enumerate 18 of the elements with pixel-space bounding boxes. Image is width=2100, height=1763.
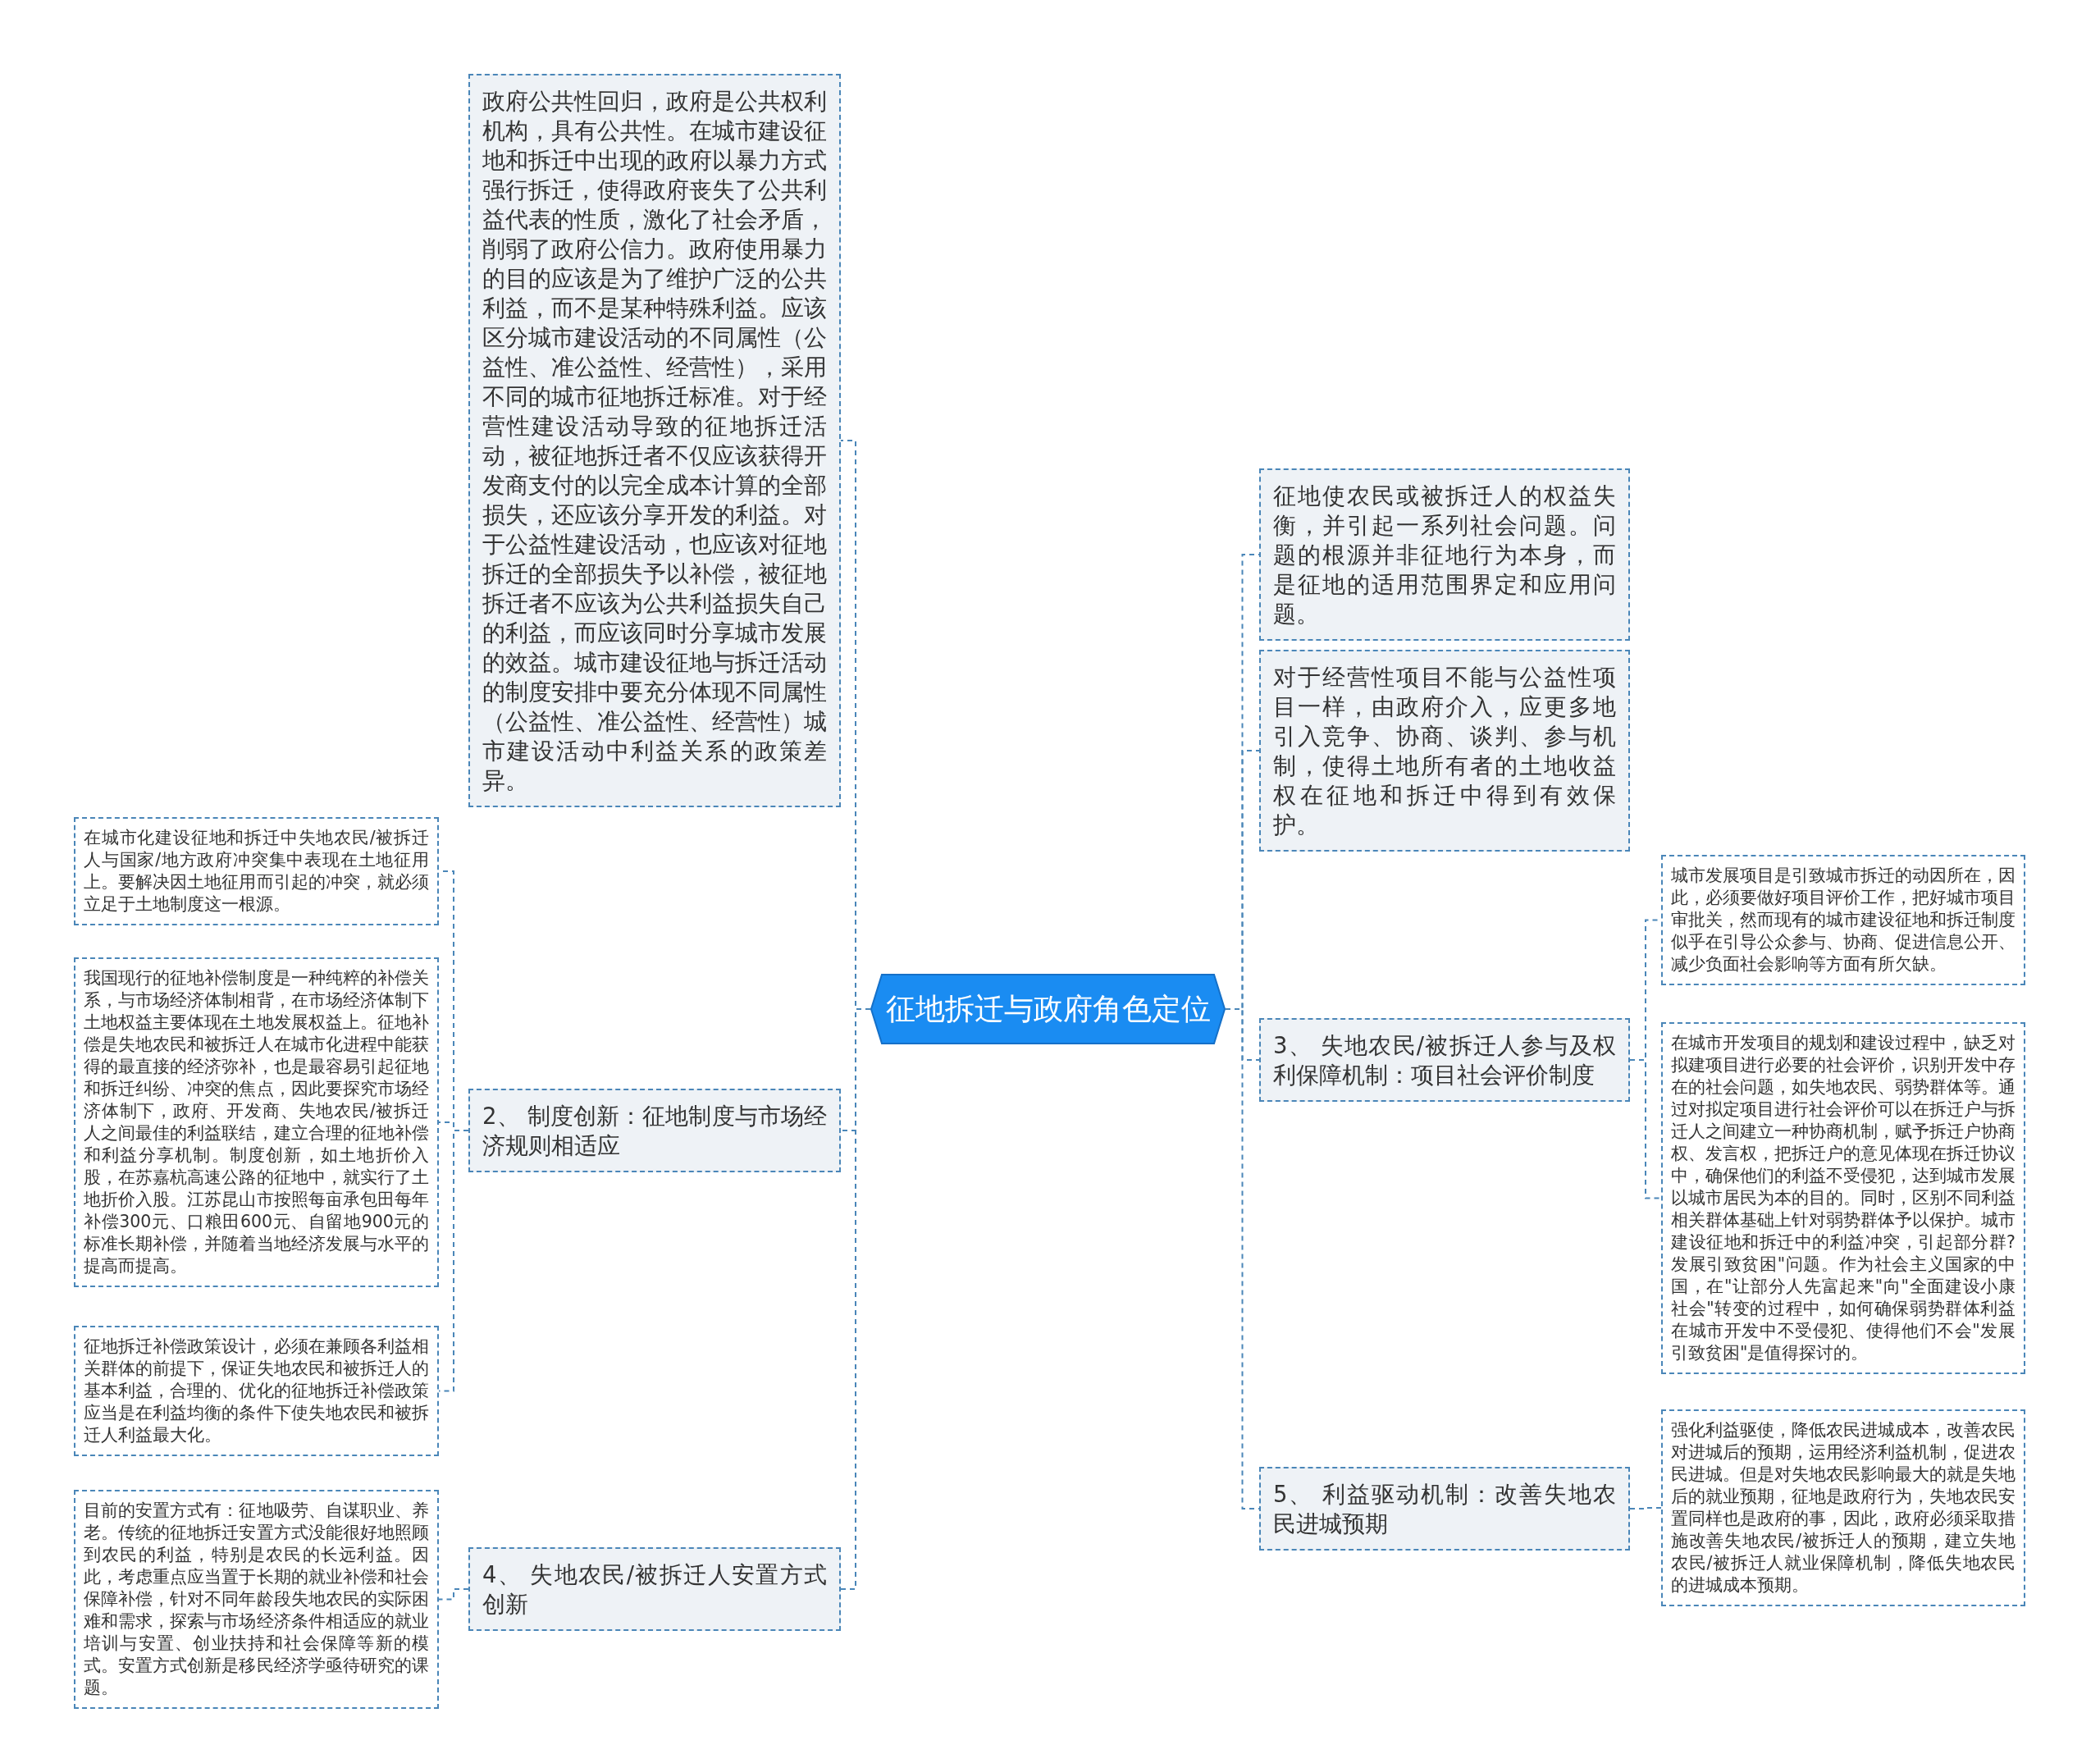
note-box: 强化利益驱使，降低农民进城成本，改善农民对进城后的预期，运用经济利益机制，促进农民进城。但是对失地农民影响最大的就是失地后的就业预期，征地是政府行为，失地农民安置同样也是政府的事，因此，政府必须采取措施改善失地农民/被拆迁人的预期，建立失地农民/被拆迁人就业保障机制，降低失地农民的进城成本预期。 <box>1661 1409 2025 1606</box>
note-box: 城市发展项目是引致城市拆迁的动因所在，因此，必须要做好项目评价工作，把好城市项目审批关，然而现有的城市建设征地和拆迁制度似乎在引导公众参与、协商、促进信息公开、减少负面社会影响等方面有所欠缺。 <box>1661 855 2025 985</box>
connector-line <box>438 1588 469 1601</box>
note-box: 在城市开发项目的规划和建设过程中，缺乏对拟建项目进行必要的社会评价，识别开发中存在的社会问题，如失地农民、弱势群体等。通过对拟定项目进行社会评价可以在拆迁户与拆迁人之间建立一种协商机制，赋予拆迁户协商权、发言权，把拆迁户的意见体现在拆迁协议中，确保他们的利益不受侵犯，达到城市发展以城市居民为本的目的。同时，区别不同利益相关群体基础上针对弱势群体予以保护。城市建设征地和拆迁中的利益冲突，引起部分群?发展引致贫困"问题。作为社会主义国家的中国，在"让部分人先富起来"向"全面建设小康社会"转变的过程中，如何确保弱势群体利益在城市开发中不受侵犯、使得他们不会"发展引致贫困"是值得探讨的。 <box>1661 1022 2025 1374</box>
connector-line <box>1629 1059 1662 1199</box>
topic-box: 政府公共性回归，政府是公共权利机构，具有公共性。在城市建设征地和拆迁中出现的政府以暴力方式强行拆迁，使得政府丧失了公共利益代表的性质，激化了社会矛盾，削弱了政府公信力。政府使用暴力的目的应该是为了维护广泛的公共利益，而不是某种特殊利益。应该区分城市建设活动的不同属性（公益性、准公益性、经营性），采用不同的城市征地拆迁标准。对于经营性建设活动导致的征地拆迁活动，被征地拆迁者不仅应该获得开发商支付的以完全成本计算的全部损失，还应该分享开发的利益。对于公益性建设活动，也应该对征地拆迁的全部损失予以补偿，被征地拆迁者不应该为公共利益损失自己的利益，而应该同时分享城市发展的效益。城市建设征地与拆迁活动的制度安排中要充分体现不同属性（公益性、准公益性、经营性）城市建设活动中利益关系的政策差异。 <box>468 74 841 807</box>
topic-box: 5、 利益驱动机制：改善失地农民进城预期 <box>1259 1467 1630 1551</box>
connector-line <box>1629 1507 1662 1510</box>
topic-box: 对于经营性项目不能与公益性项目一样，由政府介入，应更多地引入竞争、协商、谈判、参与机制，使得土地所有者的土地收益权在征地和拆迁中得到有效保护。 <box>1259 650 1630 852</box>
note-box: 我国现行的征地补偿制度是一种纯粹的补偿关系，与市场经济体制相背，在市场经济体制下土地权益主要体现在土地发展权益上。征地补偿是失地农民和被拆迁人在城市化进程中能获得的最直接的经济弥补，也是最容易引起征地和拆迁纠纷、冲突的焦点，因此要探究市场经济体制下，政府、开发商、失地农民/被拆迁人之间最佳的利益联结，建立合理的征地补偿和利益分享机制。制度创新，如土地折价入股，在苏嘉杭高速公路的征地中，就实行了土地折价入股。江苏昆山市按照每亩承包田每年补偿300元、口粮田600元、自留地900元的标准长期补偿，并随着当地经济发展与水平的提高而提高。 <box>74 957 439 1287</box>
note-box: 目前的安置方式有：征地吸劳、自谋职业、养老。传统的征地拆迁安置方式没能很好地照顾到农民的利益，特别是农民的长远利益。因此，考虑重点应当置于长期的就业补偿和社会保障补偿，针对不同年龄段失地农民的实际困难和需求，探索与市场经济条件相适应的就业培训与安置、创业扶持和社会保障等新的模式。安置方式创新是移民经济学亟待研究的课题。 <box>74 1490 439 1709</box>
topic-box: 3、 失地农民/被拆迁人参与及权利保障机制：项目社会评价制度 <box>1259 1018 1630 1102</box>
topic-box: 征地使农民或被拆迁人的权益失衡，并引起一系列社会问题。问题的根源并非征地行为本身，而是征地的适用范围界定和应用问题。 <box>1259 468 1630 641</box>
central-topic-box: 征地拆迁与政府角色定位 <box>870 974 1226 1044</box>
note-box: 在城市化建设征地和拆迁中失地农民/被拆迁人与国家/地方政府冲突集中表现在土地征用上。要解决因土地征用而引起的冲突，就必须立足于土地制度这一根源。 <box>74 817 439 925</box>
note-box: 征地拆迁补偿政策设计，必须在兼顾各利益相关群体的前提下，保证失地农民和被拆迁人的基本利益，合理的、优化的征地拆迁补偿政策应当是在利益均衡的条件下使失地农民和被拆迁人利益最大化。 <box>74 1326 439 1456</box>
topic-box: 2、 制度创新：征地制度与市场经济规则相适应 <box>468 1089 841 1172</box>
topic-box: 4、 失地农民/被拆迁人安置方式创新 <box>468 1547 841 1631</box>
